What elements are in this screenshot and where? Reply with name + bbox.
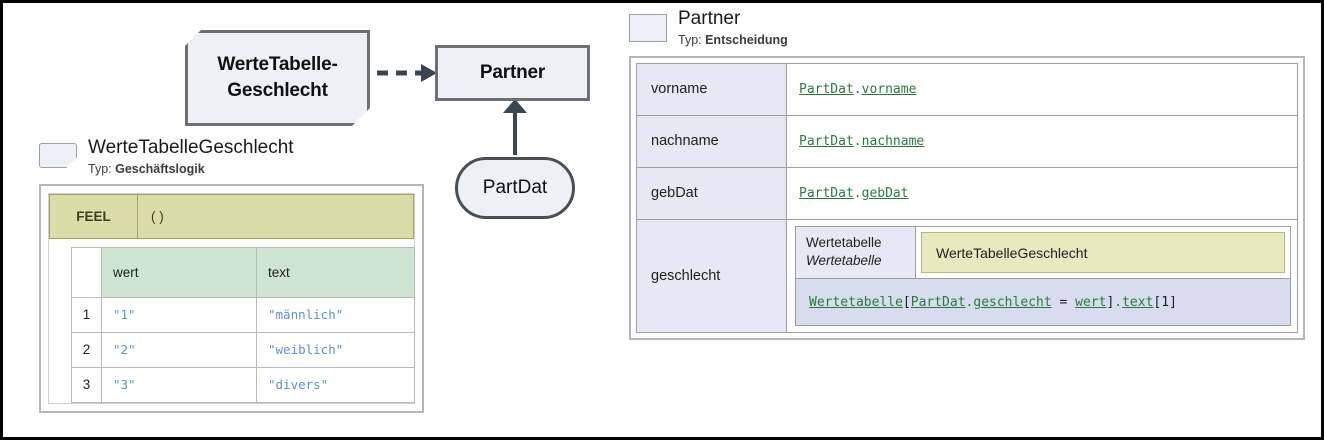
feel-expression[interactable]: ( ) — [151, 208, 164, 224]
cell-text[interactable]: "weiblich" — [256, 331, 415, 368]
dmn-diagram: WerteTabelle- Geschlecht Partner PartDat — [3, 3, 623, 243]
parameter-type: Wertetabelle — [806, 253, 882, 269]
expression-code: PartDat.vorname — [799, 82, 917, 98]
attribute-label: vorname — [636, 62, 787, 116]
parameter-row: Wertetabelle Wertetabelle WerteTabelleGe… — [796, 226, 1290, 279]
dmn-input-data-node[interactable]: PartDat — [455, 157, 575, 219]
formula-code: Wertetabelle[PartDat.geschlecht = wert].… — [809, 295, 1177, 311]
right-panel-subtitle: Typ: Entscheidung — [678, 33, 788, 47]
attribute-label: gebDat — [636, 166, 787, 220]
right-panel-header: Partner Typ: Entscheidung — [629, 8, 1305, 47]
table-row[interactable]: 3 "3" "divers" — [71, 366, 415, 403]
value-table-header-row: wert text — [71, 246, 415, 298]
dmn-knowledge-source-node[interactable]: WerteTabelle- Geschlecht — [185, 30, 370, 126]
geschlecht-expression-cell: Wertetabelle Wertetabelle WerteTabelleGe… — [786, 218, 1298, 334]
knowledge-source-label: WerteTabelle- Geschlecht — [217, 54, 338, 101]
left-panel-subtitle: Typ: Geschäftslogik — [88, 162, 294, 176]
column-header-text: text — [256, 246, 415, 298]
dmn-decision-node[interactable]: Partner — [435, 45, 590, 101]
row-index: 1 — [71, 296, 102, 333]
business-knowledge-panel: WerteTabelleGeschlecht Typ: Geschäftslog… — [39, 137, 424, 413]
information-edge-arrowhead — [503, 99, 527, 113]
table-row[interactable]: 1 "1" "männlich" — [71, 296, 415, 333]
feel-header-row: FEEL ( ) — [49, 193, 414, 239]
cell-text[interactable]: "divers" — [256, 366, 415, 403]
table-row[interactable]: vorname PartDat.vorname — [636, 62, 1298, 116]
decision-panel: Partner Typ: Entscheidung vorname PartDa… — [629, 8, 1305, 341]
knowledge-source-icon — [39, 143, 77, 168]
attribute-table: vorname PartDat.vorname nachname PartDat… — [636, 62, 1298, 334]
knowledge-invocation-box: Wertetabelle Wertetabelle WerteTabelleGe… — [795, 225, 1291, 327]
cell-wert[interactable]: "2" — [101, 331, 257, 368]
feel-label: FEEL — [50, 194, 138, 238]
attribute-expression-cell[interactable]: PartDat.gebDat — [786, 166, 1298, 220]
attribute-expression-cell[interactable]: PartDat.nachname — [786, 114, 1298, 168]
decision-table-inner: FEEL ( ) wert text 1 "1" "männlich" — [48, 192, 415, 404]
value-table: wert text 1 "1" "männlich" 2 "2" "weibli… — [71, 246, 415, 403]
left-panel-title: WerteTabelleGeschlecht — [88, 137, 294, 158]
table-row[interactable]: gebDat PartDat.gebDat — [636, 166, 1298, 220]
left-panel-type-prefix: Typ: — [88, 161, 116, 176]
parameter-name: Wertetabelle — [806, 234, 882, 250]
column-header-index — [71, 246, 102, 298]
attribute-label: geschlecht — [636, 218, 787, 334]
expression-code: PartDat.nachname — [799, 134, 925, 150]
formula-row[interactable]: Wertetabelle[PartDat.geschlecht = wert].… — [796, 278, 1290, 326]
row-index: 3 — [71, 366, 102, 403]
column-header-wert: wert — [101, 246, 257, 298]
decision-node-label: Partner — [479, 62, 546, 83]
table-row[interactable]: nachname PartDat.nachname — [636, 114, 1298, 168]
attribute-label: nachname — [636, 114, 787, 168]
right-panel-type-prefix: Typ: — [678, 32, 706, 47]
attribute-table-container: vorname PartDat.vorname nachname PartDat… — [629, 55, 1305, 341]
input-data-label: PartDat — [482, 177, 548, 198]
decision-icon — [629, 14, 667, 42]
table-row[interactable]: 2 "2" "weiblich" — [71, 331, 415, 368]
parameter-value-wrap: WerteTabelleGeschlecht — [916, 226, 1290, 279]
parameter-label: Wertetabelle Wertetabelle — [796, 226, 916, 279]
parameter-value-chip[interactable]: WerteTabelleGeschlecht — [921, 231, 1285, 274]
decision-table-container: FEEL ( ) wert text 1 "1" "männlich" — [39, 183, 424, 413]
cell-text[interactable]: "männlich" — [256, 296, 415, 333]
left-panel-header: WerteTabelleGeschlecht Typ: Geschäftslog… — [39, 137, 424, 176]
attribute-expression-cell[interactable]: PartDat.vorname — [786, 62, 1298, 116]
row-index: 2 — [71, 331, 102, 368]
expression-code: PartDat.gebDat — [799, 186, 909, 202]
cell-wert[interactable]: "3" — [101, 366, 257, 403]
table-row-geschlecht[interactable]: geschlecht Wertetabelle Wertetabelle W — [636, 218, 1298, 334]
right-panel-title: Partner — [678, 8, 741, 29]
cell-wert[interactable]: "1" — [101, 296, 257, 333]
left-panel-type-value: Geschäftslogik — [115, 161, 205, 176]
right-panel-type-value: Entscheidung — [705, 32, 788, 47]
